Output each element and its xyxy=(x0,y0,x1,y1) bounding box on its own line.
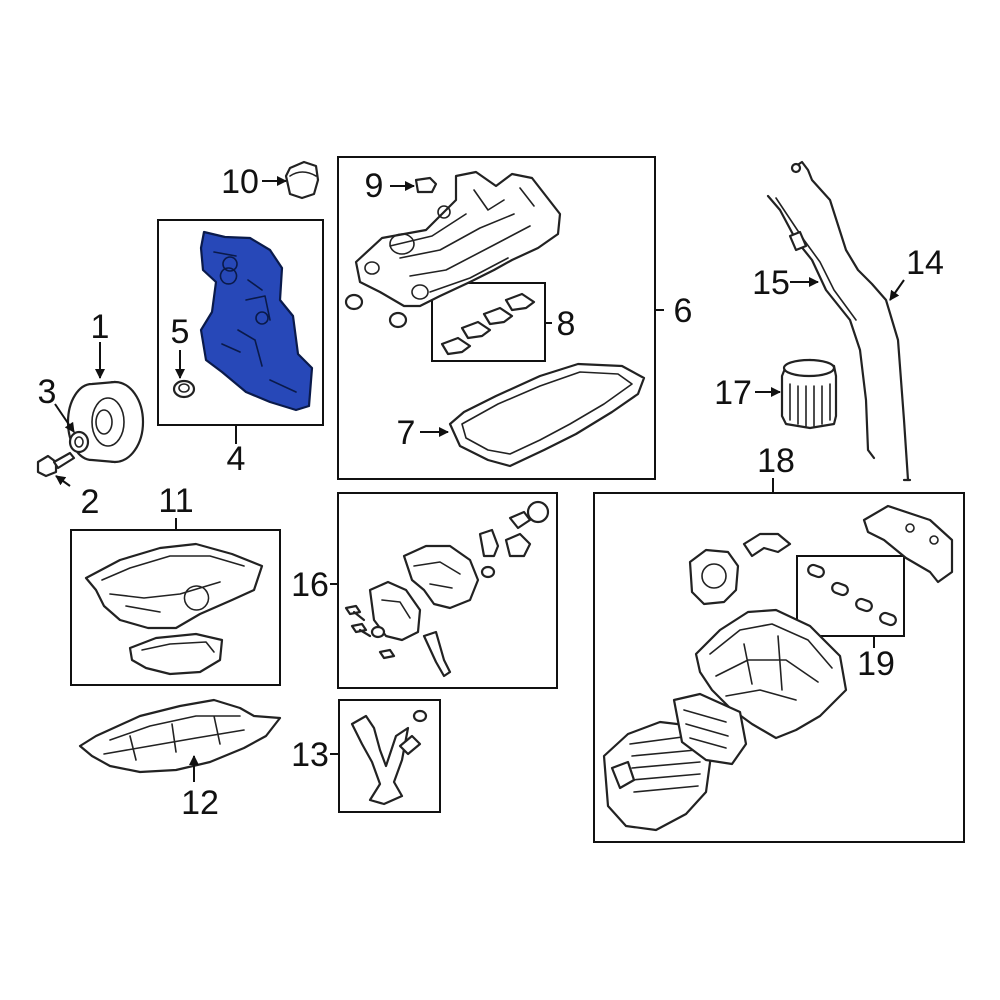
oil-pump-assembly-part xyxy=(344,500,550,678)
callout-17: 17 xyxy=(714,374,752,412)
oil-pan-part xyxy=(84,542,264,630)
leader-2 xyxy=(55,475,71,487)
callout-13: 13 xyxy=(291,736,329,774)
oil-pan-lower-part xyxy=(128,632,224,676)
sensor-part-9 xyxy=(414,176,438,194)
callout-9: 9 xyxy=(365,167,384,205)
callout-2: 2 xyxy=(81,483,100,521)
valve-cover-part xyxy=(354,170,562,308)
callout-19: 19 xyxy=(857,645,895,683)
group-box-6 xyxy=(337,156,656,480)
o-rings-part xyxy=(344,293,408,329)
callout-8: 8 xyxy=(557,305,576,343)
valve-cover-gasket-part xyxy=(448,362,646,468)
seal-part xyxy=(172,379,196,399)
group-box-4 xyxy=(157,219,324,426)
intake-gasket-set-part-19 xyxy=(807,563,897,627)
group-box-16 xyxy=(337,492,558,689)
dipstick-part-14 xyxy=(790,160,912,482)
timing-cover-part xyxy=(199,230,314,412)
skid-plate-part xyxy=(78,698,282,774)
leader-14 xyxy=(889,279,905,301)
dipstick-tube-part-15 xyxy=(766,194,876,460)
callout-16: 16 xyxy=(291,566,329,604)
oil-cap-part xyxy=(284,160,320,200)
callout-4: 4 xyxy=(227,440,246,478)
callout-11: 11 xyxy=(158,482,193,520)
oil-filter-part xyxy=(780,358,838,430)
callout-3: 3 xyxy=(38,373,57,411)
callout-15: 15 xyxy=(752,264,790,302)
callout-6: 6 xyxy=(674,292,693,330)
callout-7: 7 xyxy=(397,414,416,452)
intake-manifold-assembly-part xyxy=(602,504,954,832)
callout-14: 14 xyxy=(906,244,944,282)
bolt-part xyxy=(36,451,76,478)
group-box-18 xyxy=(593,492,965,843)
leader-3 xyxy=(54,403,75,433)
callout-1: 1 xyxy=(91,308,110,346)
callout-18: 18 xyxy=(757,442,795,480)
oil-pickup-part xyxy=(350,709,428,806)
callout-5: 5 xyxy=(171,313,190,351)
callout-10: 10 xyxy=(221,163,259,201)
group-box-13 xyxy=(338,699,441,813)
callout-12: 12 xyxy=(181,784,219,822)
group-box-19 xyxy=(796,555,905,637)
gasket-set-part-8 xyxy=(440,292,536,356)
washer-part xyxy=(68,430,90,454)
